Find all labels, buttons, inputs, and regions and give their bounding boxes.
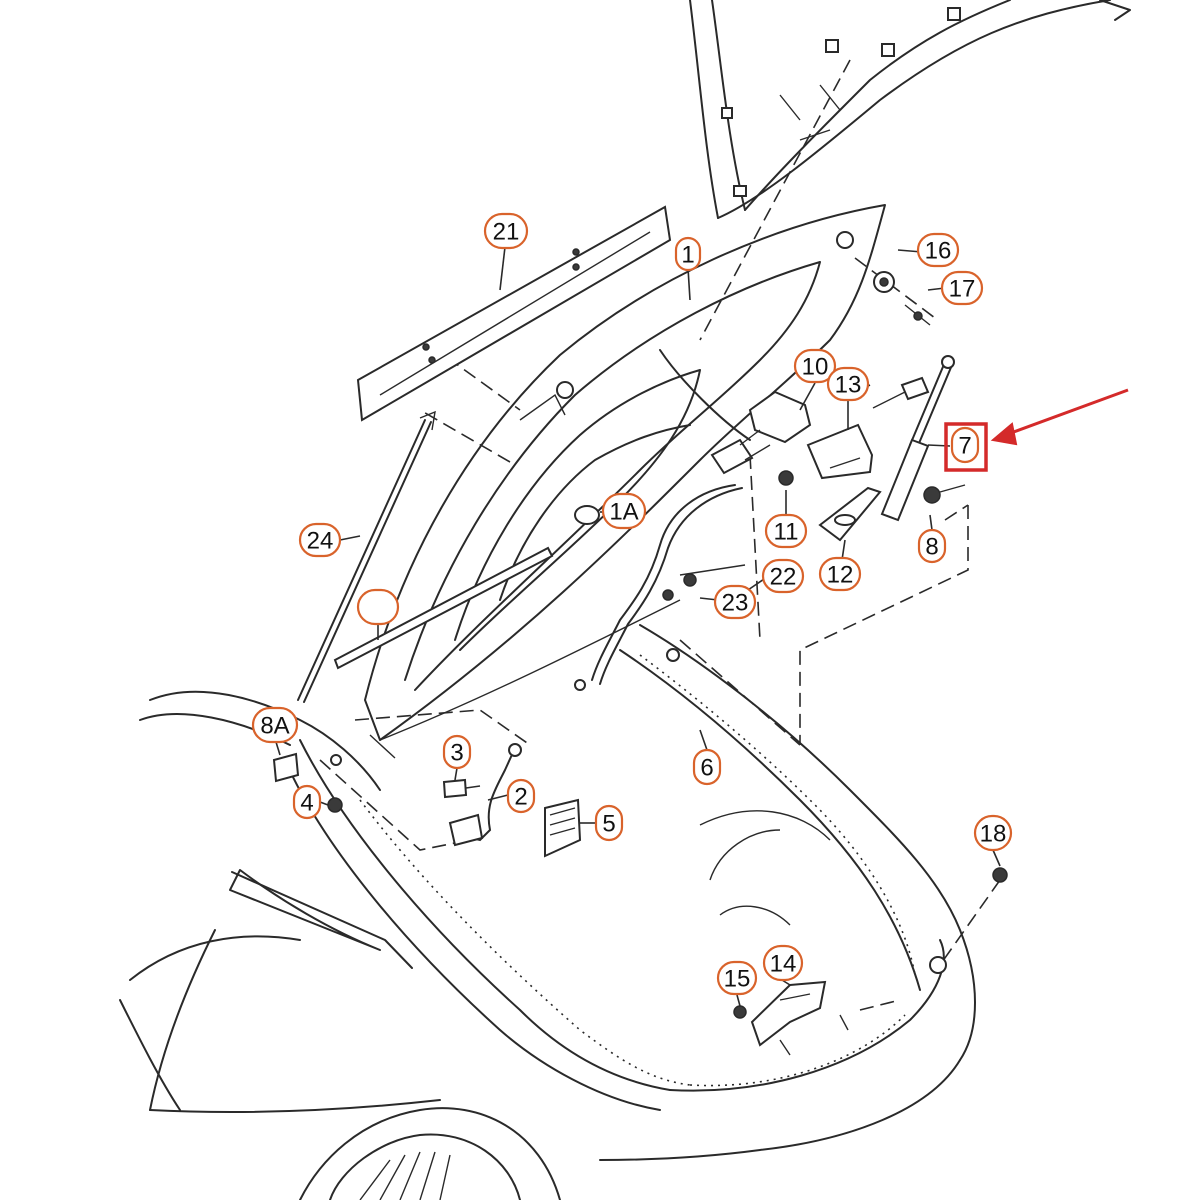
bolt-8 xyxy=(923,484,966,504)
svg-text:11: 11 xyxy=(774,519,799,546)
callout-3[interactable]: 3 xyxy=(442,734,472,770)
striker-14 xyxy=(750,980,849,1056)
clip-17 xyxy=(904,304,931,326)
callout-17[interactable]: 17 xyxy=(940,270,984,306)
svg-text:7: 7 xyxy=(958,433,971,460)
callout-24[interactable] xyxy=(356,588,400,626)
callout-6[interactable]: 6 xyxy=(692,748,722,786)
callout-8a[interactable]: 8A xyxy=(251,706,299,744)
highlight-box xyxy=(944,422,988,472)
svg-text:6: 6 xyxy=(700,755,713,782)
svg-text:8: 8 xyxy=(925,534,938,561)
hinge-2 xyxy=(448,743,522,847)
buffer-8a xyxy=(272,752,300,783)
svg-text:1: 1 xyxy=(681,242,694,269)
svg-text:10: 10 xyxy=(802,354,829,381)
trim-strip-24 xyxy=(333,546,554,670)
bolt-15 xyxy=(733,1005,747,1019)
svg-text:18: 18 xyxy=(980,821,1007,848)
callout-15[interactable]: 15 xyxy=(716,960,758,996)
svg-text:12: 12 xyxy=(827,562,854,589)
svg-text:23: 23 xyxy=(722,590,749,617)
red-pointer-arrow xyxy=(990,388,1129,446)
svg-text:24: 24 xyxy=(307,528,334,555)
gas-strut-7 xyxy=(880,355,955,522)
svg-text:1A: 1A xyxy=(609,499,638,526)
callout-13[interactable]: 13 xyxy=(826,366,870,402)
rod-23 xyxy=(297,410,436,703)
bolt-upper xyxy=(872,376,930,409)
hood-inner-frame-1 xyxy=(364,204,886,759)
callout-18[interactable]: 18 xyxy=(973,814,1013,852)
callout-20[interactable]: 21 xyxy=(483,212,529,250)
svg-text:13: 13 xyxy=(835,372,862,399)
svg-text:17: 17 xyxy=(949,276,976,303)
callout-14[interactable]: 14 xyxy=(762,944,804,982)
callout-7-highlighted[interactable]: 7 xyxy=(944,422,988,472)
lock-assembly-10 xyxy=(710,390,812,486)
callout-10[interactable]: 10 xyxy=(793,348,837,384)
leader-lines xyxy=(275,246,1001,1007)
callout-11[interactable]: 11 xyxy=(764,513,808,549)
callout-2[interactable]: 2 xyxy=(506,778,536,814)
bracket-12 xyxy=(818,486,882,542)
svg-text:21: 21 xyxy=(493,219,520,246)
nut-4 xyxy=(327,797,343,813)
callout-23[interactable]: 24 xyxy=(298,522,342,558)
svg-text:4: 4 xyxy=(300,790,313,817)
svg-text:8A: 8A xyxy=(260,713,289,740)
release-cable-21 xyxy=(574,349,751,691)
callout-8[interactable]: 8 xyxy=(917,528,947,564)
bracket-13 xyxy=(806,423,874,480)
assembly-guide-lines xyxy=(319,59,1001,1011)
callout-22[interactable]: 23 xyxy=(713,584,757,620)
svg-text:15: 15 xyxy=(724,966,751,993)
hood-panel-raised xyxy=(689,0,1131,219)
svg-text:5: 5 xyxy=(602,811,615,838)
svg-text:16: 16 xyxy=(925,238,952,265)
bolt-3 xyxy=(442,778,481,799)
svg-text:3: 3 xyxy=(450,740,463,767)
grommet-1a xyxy=(574,505,600,525)
callout-4[interactable]: 4 xyxy=(292,784,322,820)
callout-5[interactable]: 5 xyxy=(594,804,624,842)
callouts: 21 1 16 17 10 13 7 8 xyxy=(251,212,1013,996)
svg-text:2: 2 xyxy=(514,784,527,811)
grommet-16 xyxy=(873,271,895,293)
svg-text:14: 14 xyxy=(770,951,797,978)
grommet-18 xyxy=(992,867,1008,883)
callout-12[interactable]: 12 xyxy=(818,556,862,592)
callout-21[interactable]: 22 xyxy=(761,558,805,594)
car-body-rear xyxy=(119,624,976,1200)
callout-1a[interactable]: 1A xyxy=(601,492,647,530)
callout-1[interactable]: 1 xyxy=(674,236,702,272)
svg-text:22: 22 xyxy=(770,564,797,591)
callout-16[interactable]: 16 xyxy=(916,232,960,268)
seal-strip-20 xyxy=(356,205,672,422)
seal-5 xyxy=(544,798,582,858)
